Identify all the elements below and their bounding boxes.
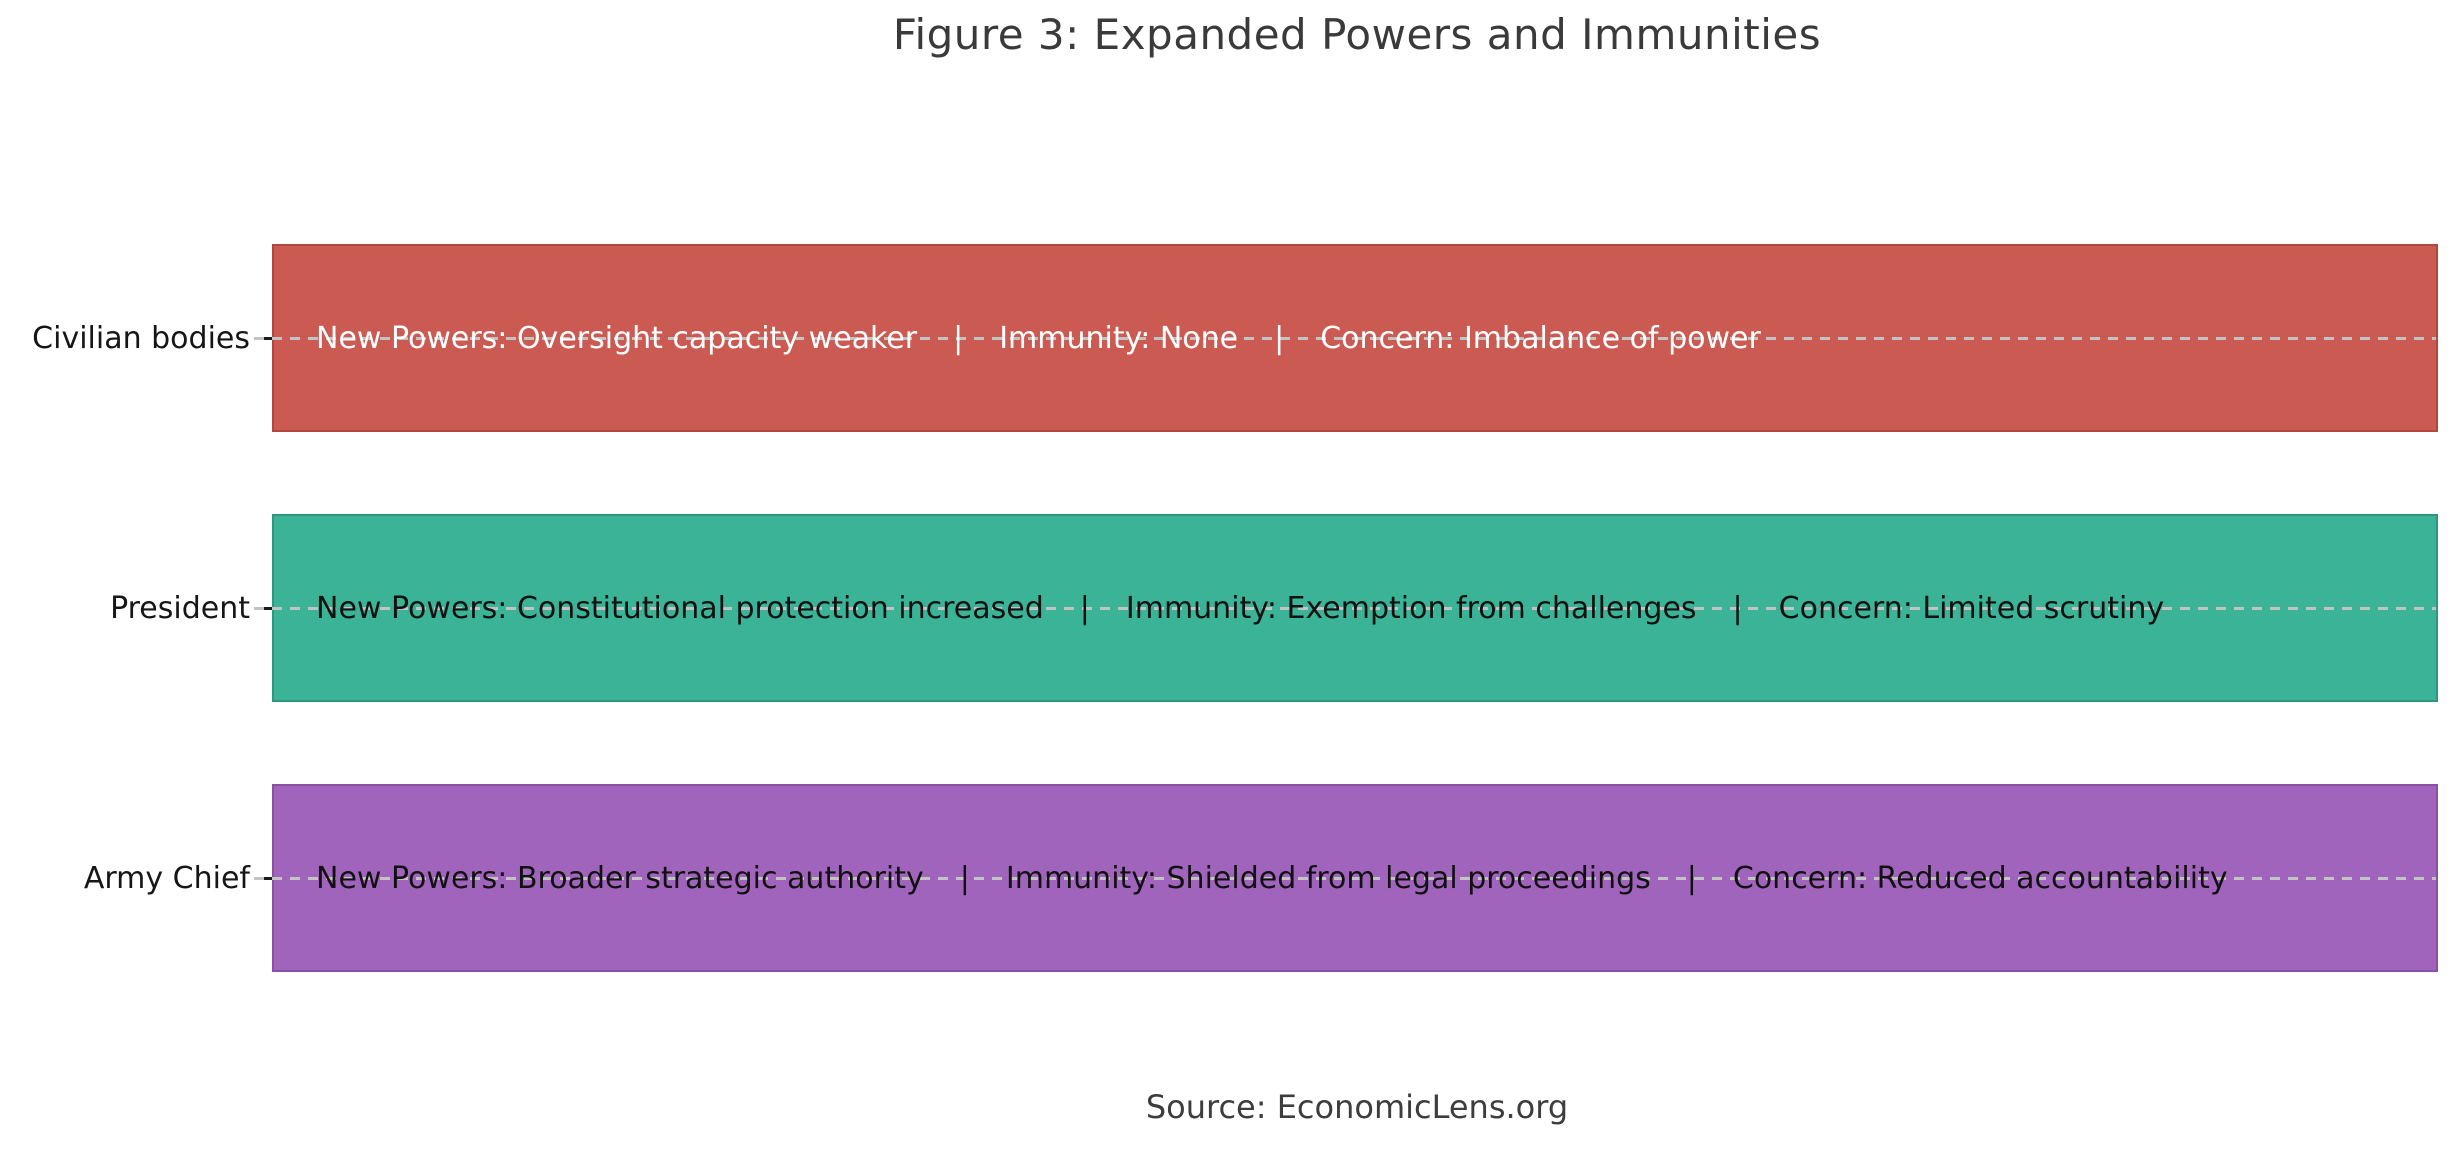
- y-axis-label-president: President: [110, 590, 250, 626]
- separator: |: [1274, 320, 1285, 356]
- bar-army-chief: New Powers: Broader strategic authority |…: [254, 784, 2438, 972]
- y-axis-label-army-chief: Army Chief: [83, 860, 250, 896]
- source-note: Source: EconomicLens.org: [1145, 1088, 1569, 1126]
- segment-concern: Concern: Limited scrutiny: [1778, 590, 2165, 626]
- segment-immunity: Immunity: Shielded from legal proceeding…: [1005, 860, 1651, 896]
- separator: |: [1079, 590, 1090, 626]
- separator: |: [1686, 860, 1697, 896]
- bar-annotation: New Powers: Constitutional protection in…: [274, 591, 2164, 626]
- bar-row-civilian-bodies: Civilian bodies New Powers: Oversight ca…: [0, 244, 2461, 432]
- separator: |: [959, 860, 970, 896]
- bar-row-president: President New Powers: Constitutional pro…: [0, 514, 2461, 702]
- bar-annotation: New Powers: Broader strategic authority |…: [274, 861, 2228, 896]
- y-axis-label-civilian-bodies: Civilian bodies: [32, 320, 250, 356]
- segment-new-powers: New Powers: Oversight capacity weaker: [316, 320, 918, 356]
- segment-new-powers: New Powers: Constitutional protection in…: [316, 590, 1044, 626]
- bar-president: New Powers: Constitutional protection in…: [254, 514, 2438, 702]
- segment-concern: Concern: Reduced accountability: [1732, 860, 2228, 896]
- segment-concern: Concern: Imbalance of power: [1320, 320, 1761, 356]
- segment-new-powers: New Powers: Broader strategic authority: [316, 860, 924, 896]
- bar-row-army-chief: Army Chief New Powers: Broader strategic…: [0, 784, 2461, 972]
- separator: |: [953, 320, 964, 356]
- segment-immunity: Immunity: None: [999, 320, 1239, 356]
- chart-title: Figure 3: Expanded Powers and Immunities: [892, 10, 1822, 59]
- bar-civilian-bodies: New Powers: Oversight capacity weaker | Im…: [254, 244, 2438, 432]
- separator: |: [1732, 590, 1743, 626]
- bar-annotation: New Powers: Oversight capacity weaker | Im…: [274, 321, 1761, 356]
- segment-immunity: Immunity: Exemption from challenges: [1125, 590, 1697, 626]
